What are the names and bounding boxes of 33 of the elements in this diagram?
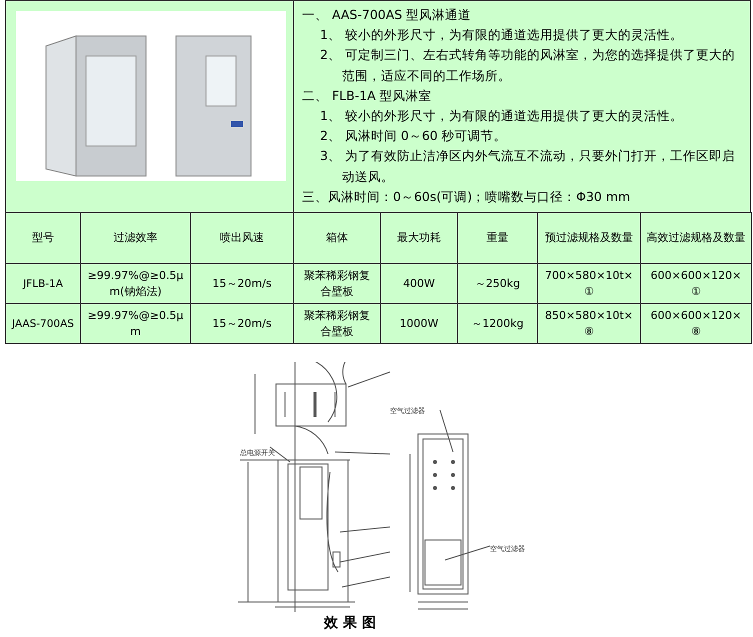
table-cell: 600×600×120×⑧: [640, 303, 752, 344]
header-cell: 预过滤规格及数量: [537, 212, 641, 264]
list-item: 2、 可定制三门、左右式转角等功能的风淋室，为您的选择提供了更大的范围，适应不同的工作场所。: [320, 46, 736, 84]
header-cell: 高效过滤规格及数量: [640, 212, 752, 264]
table-cell: JAAS-700AS: [5, 303, 81, 344]
caption: 效 果 图: [322, 614, 377, 632]
table-cell: ～1200kg: [457, 303, 538, 344]
header-cell: 重量: [457, 212, 538, 264]
table-cell: 400W: [380, 263, 458, 304]
table-cell: ～250kg: [457, 263, 538, 304]
section-heading: 二、 FLB-1A 型风淋室: [302, 87, 433, 105]
list-item: 1、 较小的外形尺寸，为有限的通道选用提供了更大的灵活性。: [320, 26, 684, 44]
header-cell: 型号: [5, 212, 81, 264]
list-item: 3、 为了有效防止洁净区内外气流互不流动，只要外门打开，工作区即启动送风。: [320, 147, 736, 186]
table-cell: 600×600×120×①: [640, 263, 752, 304]
header-cell: 箱体: [293, 212, 381, 264]
header-cell: 喷出风速: [190, 212, 294, 264]
section-heading: 一、 AAS-700AS 型风淋通道: [302, 6, 472, 24]
header-cell: 过滤效率: [80, 212, 191, 264]
section-heading: 三、风淋时间：0～60s(可调)；喷嘴数与口径：Φ30 mm: [302, 188, 632, 206]
table-cell: ≥99.97%@≥0.5μm(钠焰法): [80, 263, 191, 304]
table-cell: 850×580×10t×⑧: [537, 303, 641, 344]
list-item: 1、 较小的外形尺寸，为有限的通道选用提供了更大的灵活性。: [320, 107, 684, 125]
table-cell: 700×580×10t×①: [537, 263, 641, 304]
table-cell: 1000W: [380, 303, 458, 344]
list-item: 2、 风淋时间 0～60 秒可调节。: [320, 127, 508, 145]
table-cell: 聚苯稀彩钢复合壁板: [293, 263, 381, 304]
table-cell: ≥99.97%@≥0.5μm: [80, 303, 191, 344]
table-cell: 15～20m/s: [190, 263, 294, 304]
table-cell: JFLB-1A: [5, 263, 81, 304]
table-cell: 15～20m/s: [190, 303, 294, 344]
header-cell: 最大功耗: [380, 212, 458, 264]
table-cell: 聚苯稀彩钢复合壁板: [293, 303, 381, 344]
